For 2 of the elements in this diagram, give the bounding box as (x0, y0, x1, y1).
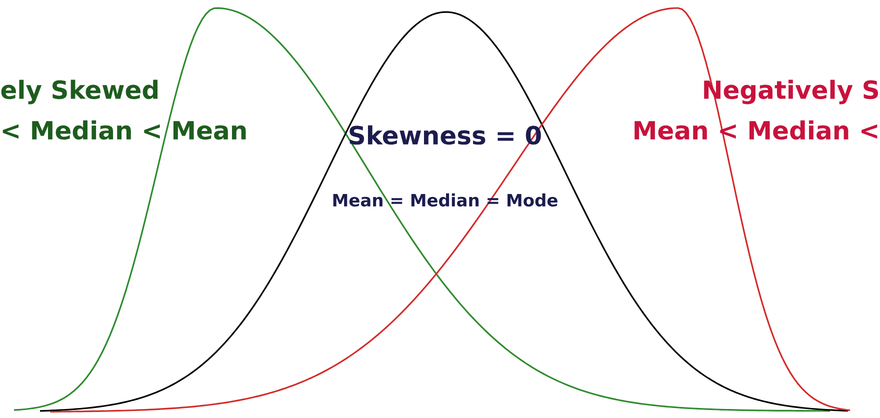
skewness-label: < Median < Mean (2, 120, 246, 140)
skewness-label: ely Skewed (1, 80, 158, 104)
